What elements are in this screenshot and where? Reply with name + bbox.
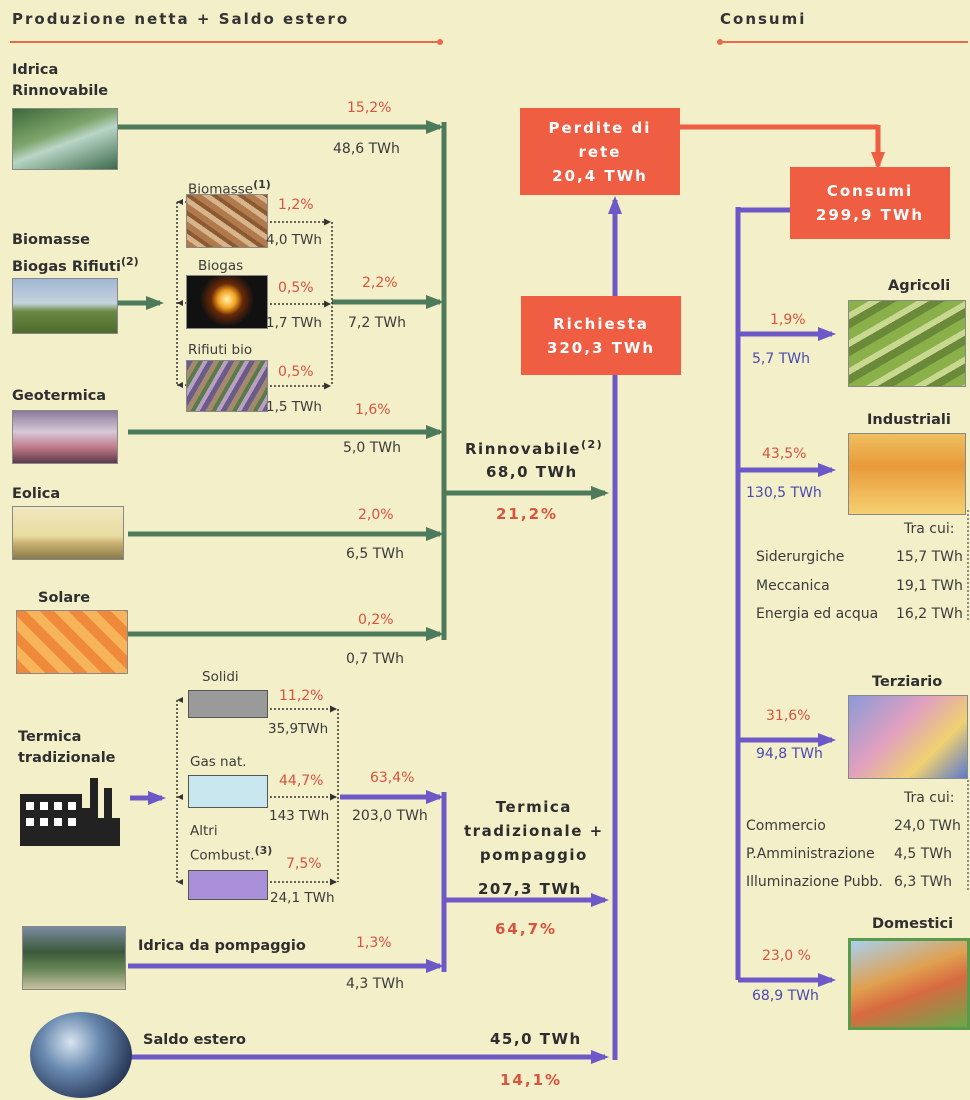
globe-icon — [30, 1012, 132, 1098]
terziario-detail-value: 6,3 TWh — [894, 874, 952, 890]
header-production: Produzione netta + Saldo estero — [12, 10, 350, 28]
geotermica-pct: 1,6% — [355, 402, 391, 418]
consumi-box: Consumi 299,9 TWh — [790, 167, 950, 239]
domestici-pct: 23,0 % — [762, 948, 811, 964]
agricoli-pct: 1,9% — [770, 312, 806, 328]
terziario-detail-name: Commercio — [746, 818, 826, 834]
terziario-pct: 31,6% — [766, 708, 811, 724]
pompaggio-twh: 4,3 TWh — [346, 976, 404, 992]
industry-icon — [848, 433, 966, 515]
biogas-twh: 1,7 TWh — [266, 315, 322, 331]
solare-twh: 0,7 TWh — [346, 651, 404, 667]
biomasse-photo — [12, 278, 118, 334]
idrica-pct: 15,2% — [347, 100, 392, 116]
industriali-detail-name: Energia ed acqua — [756, 606, 879, 622]
terziario-detail-name: Illuminazione Pubb. — [746, 874, 883, 890]
rinnovabile-twh: 68,0 TWh — [486, 463, 578, 481]
rifiuti-pct: 0,5% — [278, 364, 314, 380]
factory-icon — [20, 774, 120, 846]
terziario-detail-value: 24,0 TWh — [894, 818, 961, 834]
saldo-twh: 45,0 TWh — [490, 1030, 582, 1048]
biomasse-twh: 4,0 TWh — [266, 232, 322, 248]
tractor-icon — [848, 300, 966, 387]
industriali-detail-value: 16,2 TWh — [896, 606, 963, 622]
terziario-detail-name: P.Amministrazione — [746, 846, 875, 862]
header-consumi: Consumi — [720, 10, 807, 28]
terziario-twh: 94,8 TWh — [756, 746, 823, 762]
eolica-twh: 6,5 TWh — [346, 546, 404, 562]
gas-bar — [188, 775, 268, 808]
domestici-label: Domestici — [872, 916, 954, 932]
terziario-tracui: Tra cui: — [904, 790, 955, 806]
pompaggio-pct: 1,3% — [356, 935, 392, 951]
pompaggio-photo — [22, 926, 126, 990]
source-geotermica: Geotermica — [12, 388, 107, 404]
agricoli-label: Agricoli — [888, 278, 951, 294]
termica-total-twh: 203,0 TWh — [352, 808, 428, 824]
termica-aggregate-pct: 64,7% — [495, 920, 558, 938]
bio-total-pct: 2,2% — [362, 275, 398, 291]
industriali-detail-name: Meccanica — [756, 578, 830, 594]
rifiuti-twh: 1,5 TWh — [266, 399, 322, 415]
industriali-detail-name: Siderurgiche — [756, 549, 845, 565]
industriali-detail-value: 15,7 TWh — [896, 549, 963, 565]
biogas-pct: 0,5% — [278, 280, 314, 296]
house-icon — [848, 938, 970, 1030]
bio-total-twh: 7,2 TWh — [348, 315, 406, 331]
eolica-photo — [12, 506, 124, 560]
idrica-photo — [12, 108, 118, 170]
biogas-label: Biogas — [198, 258, 244, 274]
biomasse-photo-small — [186, 194, 268, 248]
industriali-detail-value: 19,1 TWh — [896, 578, 963, 594]
altri-pct: 7,5% — [286, 856, 322, 872]
geotermica-twh: 5,0 TWh — [343, 440, 401, 456]
gas-pct: 44,7% — [279, 773, 324, 789]
biogas-photo — [186, 275, 268, 329]
idrica-twh: 48,6 TWh — [333, 141, 400, 157]
source-saldo: Saldo estero — [143, 1032, 246, 1048]
richiesta-box: Richiesta 320,3 TWh — [521, 296, 681, 375]
source-pompaggio: Idrica da pompaggio — [138, 938, 306, 954]
gas-label: Gas nat. — [190, 754, 247, 770]
solidi-label: Solidi — [202, 669, 239, 685]
termica-aggregate-twh: 207,3 TWh — [478, 880, 582, 898]
eolica-pct: 2,0% — [358, 507, 394, 523]
altri-label: Altri Combust.(3) — [190, 823, 273, 864]
rifiuti-photo — [186, 360, 268, 412]
industriali-twh: 130,5 TWh — [746, 485, 822, 501]
source-idrica: Idrica Rinnovabile — [12, 62, 109, 99]
biomasse-pct: 1,2% — [278, 197, 314, 213]
domestici-twh: 68,9 TWh — [752, 988, 819, 1004]
industriali-label: Industriali — [867, 412, 951, 428]
perdite-box: Perdite di rete 20,4 TWh — [520, 108, 680, 195]
source-termica: Termica tradizionale — [18, 729, 116, 766]
termica-aggregate-label: Termica tradizionale + pompaggio — [464, 798, 604, 864]
rifiuti-label: Rifiuti bio — [188, 342, 253, 358]
rinnovabile-pct: 21,2% — [496, 505, 559, 523]
saldo-pct: 14,1% — [500, 1071, 563, 1089]
industriali-tracui: Tra cui: — [904, 521, 955, 537]
solare-photo — [16, 610, 128, 674]
terziario-detail-value: 4,5 TWh — [894, 846, 952, 862]
rinnovabile-label: Rinnovabile(2) — [465, 438, 604, 458]
terziario-label: Terziario — [872, 674, 943, 690]
source-biomasse: Biomasse Biogas Rifiuti(2) — [12, 232, 139, 275]
source-eolica: Eolica — [12, 486, 61, 502]
termica-total-pct: 63,4% — [370, 770, 415, 786]
solidi-pct: 11,2% — [279, 688, 324, 704]
solidi-twh: 35,9TWh — [268, 721, 329, 737]
agricoli-twh: 5,7 TWh — [752, 351, 810, 367]
geotermica-photo — [12, 410, 118, 464]
solidi-bar — [188, 690, 268, 718]
altri-bar — [188, 870, 268, 900]
source-solare: Solare — [38, 590, 91, 606]
altri-twh: 24,1 TWh — [270, 890, 335, 906]
biomasse-label: Biomasse(1) — [188, 178, 271, 198]
office-icon — [848, 695, 968, 779]
solare-pct: 0,2% — [358, 612, 394, 628]
industriali-pct: 43,5% — [762, 446, 807, 462]
gas-twh: 143 TWh — [269, 808, 330, 824]
